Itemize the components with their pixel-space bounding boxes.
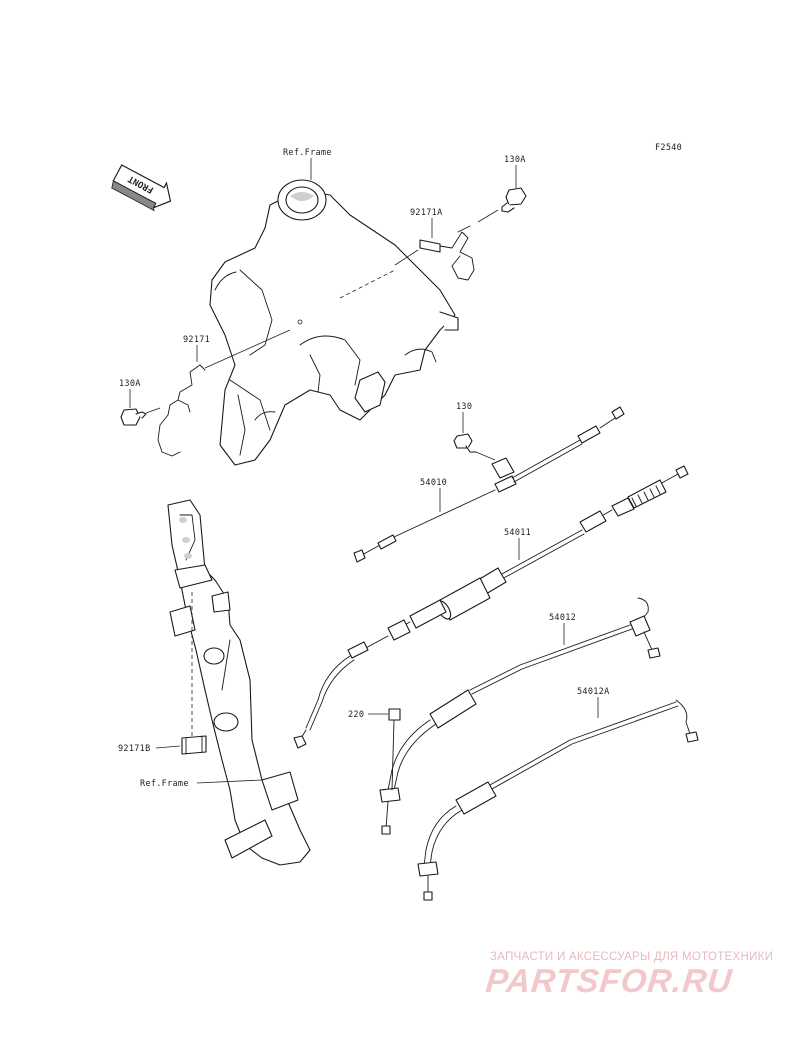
fitting-220-icon bbox=[388, 708, 401, 791]
label-220: 220 bbox=[348, 710, 364, 720]
cable-54012 bbox=[379, 597, 661, 835]
label-54010: 54010 bbox=[420, 478, 447, 488]
label-92171A: 92171A bbox=[410, 208, 443, 218]
label-130A-top: 130A bbox=[504, 155, 526, 165]
figure-code: F2540 bbox=[655, 143, 682, 153]
bolt-130A-left-icon bbox=[120, 408, 147, 426]
front-arrow-icon: FRONT bbox=[111, 164, 172, 212]
label-92171: 92171 bbox=[183, 335, 210, 345]
label-130: 130 bbox=[456, 402, 472, 412]
cable-54010 bbox=[353, 406, 625, 563]
label-54011: 54011 bbox=[504, 528, 531, 538]
clamp-92171A-icon bbox=[419, 225, 475, 281]
ref-frame-bottom-label: Ref.Frame bbox=[140, 779, 189, 789]
ref-frame-top-label: Ref.Frame bbox=[283, 148, 332, 158]
frame-upper bbox=[209, 179, 459, 466]
bolt-130A-top-icon bbox=[501, 187, 527, 213]
watermark-subtitle: ЗАПЧАСТИ И АКСЕССУАРЫ ДЛЯ МОТОТЕХНИКИ bbox=[490, 951, 774, 963]
clamp-92171B-icon bbox=[181, 735, 207, 755]
label-54012: 54012 bbox=[549, 613, 576, 623]
clamp-92171-icon bbox=[157, 364, 206, 457]
cable-54012A bbox=[417, 699, 699, 901]
bolt-130-icon bbox=[453, 433, 477, 453]
label-92171B: 92171B bbox=[118, 744, 151, 754]
cable-54011 bbox=[293, 465, 689, 749]
frame-lower bbox=[167, 499, 311, 866]
label-130A-left: 130A bbox=[119, 379, 141, 389]
label-54012A: 54012A bbox=[577, 687, 610, 697]
watermark-brand: PARTSFOR.RU bbox=[484, 962, 735, 999]
